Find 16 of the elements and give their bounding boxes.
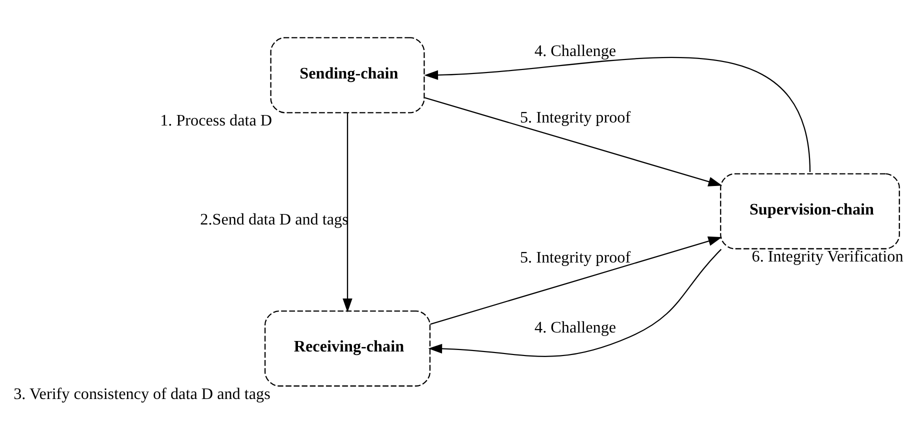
edge-label: 5. Integrity proof [519,248,630,266]
edge-label: 4. Challenge [534,319,616,336]
arrow [430,236,722,324]
arrow [428,248,722,356]
node-label: 3. Verify consistency of data D and tags [13,385,270,402]
node-label: 6. Integrity Verification [751,248,903,266]
arrow [424,96,722,186]
edge-label: 4. Challenge [534,42,616,60]
edge-label: 5. Integrity proof [519,109,630,126]
node-label: 1. Process data D [160,112,272,130]
node-box: Receiving-chain [264,310,430,386]
edge-label: 2.Send data D and tags [200,211,348,228]
node-box: Supervision-chain [720,172,900,249]
node-box: Sending-chain [270,36,424,113]
arrow [342,112,352,312]
arrow [424,56,810,172]
